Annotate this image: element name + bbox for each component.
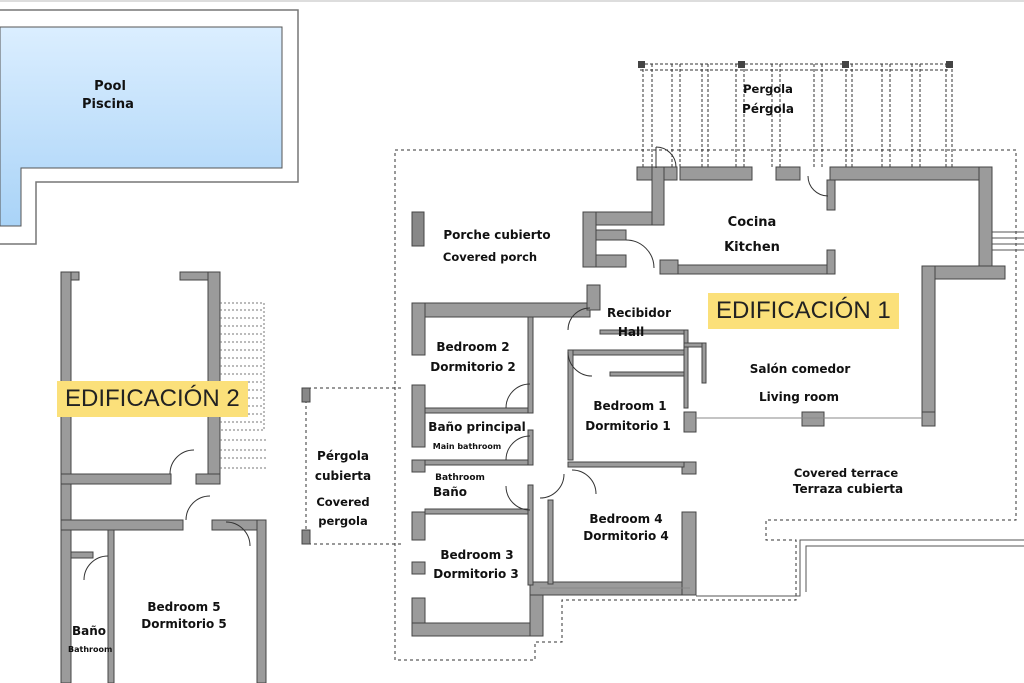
covered-pergola-label-en-1: Covered xyxy=(316,495,370,509)
door-swings-b2 xyxy=(83,449,251,581)
bedroom-2-label-en: Bedroom 2 xyxy=(436,340,510,354)
building-2-walls xyxy=(60,271,267,683)
kitchen-label-en: Kitchen xyxy=(724,240,780,255)
porch-label-es: Porche cubierto xyxy=(443,228,551,242)
bathroom-label-es: Baño xyxy=(432,485,468,499)
bedroom-4-label-en: Bedroom 4 xyxy=(589,512,663,526)
bedroom-1-label-es: Dormitorio 1 xyxy=(585,419,671,433)
bedroom-5-label-en: Bedroom 5 xyxy=(147,600,221,614)
bath-5-label-en: Bathroom xyxy=(68,645,113,654)
covered-pergola-label-en-2: pergola xyxy=(318,514,368,528)
pergola-posts-side xyxy=(301,211,425,545)
hall-label-es: Recibidor xyxy=(606,306,672,320)
building-2-badge: EDIFICACIÓN 2 xyxy=(57,381,248,417)
building-1-badge: EDIFICACIÓN 1 xyxy=(708,293,899,329)
pool xyxy=(0,9,299,245)
living-label-en: Living room xyxy=(759,390,839,404)
porch-label-en: Covered porch xyxy=(442,250,538,264)
hall-label-en: Hall xyxy=(617,325,645,339)
bedroom-1-label-en: Bedroom 1 xyxy=(593,399,667,413)
covered-pergola-label-es-2: cubierta xyxy=(314,469,372,483)
main-bathroom-label-en: Main bathroom xyxy=(432,442,502,451)
bedroom-3-label-es: Dormitorio 3 xyxy=(433,567,519,581)
pergola-label-es: Pérgola xyxy=(742,102,794,116)
building-1-walls xyxy=(411,166,1006,637)
pergola-posts xyxy=(638,61,953,68)
bath-5-label-es: Baño xyxy=(71,624,107,638)
bathroom-label-en: Bathroom xyxy=(435,473,485,483)
door-swings-b1 xyxy=(505,146,829,511)
terrace-label-es: Terraza cubierta xyxy=(792,482,904,496)
living-label-es: Salón comedor xyxy=(749,362,851,376)
pool-label-es: Piscina xyxy=(82,97,134,112)
covered-pergola-label-es-1: Pérgola xyxy=(317,449,369,463)
pergola-label-en: Pergola xyxy=(743,82,793,96)
bedroom-5-label-es: Dormitorio 5 xyxy=(141,617,227,631)
bedroom-2-label-es: Dormitorio 2 xyxy=(430,360,516,374)
kitchen-label-es: Cocina xyxy=(727,215,777,230)
terrace-label-en: Covered terrace xyxy=(793,466,899,480)
pool-label-en: Pool xyxy=(94,79,126,94)
pergola-top xyxy=(640,63,953,168)
terrace-outline xyxy=(302,149,1017,661)
bedroom-3-label-en: Bedroom 3 xyxy=(440,548,514,562)
main-bathroom-label-es: Baño principal xyxy=(428,420,526,434)
terrace-edge-lines xyxy=(696,231,1024,597)
bedroom-4-label-es: Dormitorio 4 xyxy=(583,529,669,543)
interior-lines xyxy=(540,417,922,589)
